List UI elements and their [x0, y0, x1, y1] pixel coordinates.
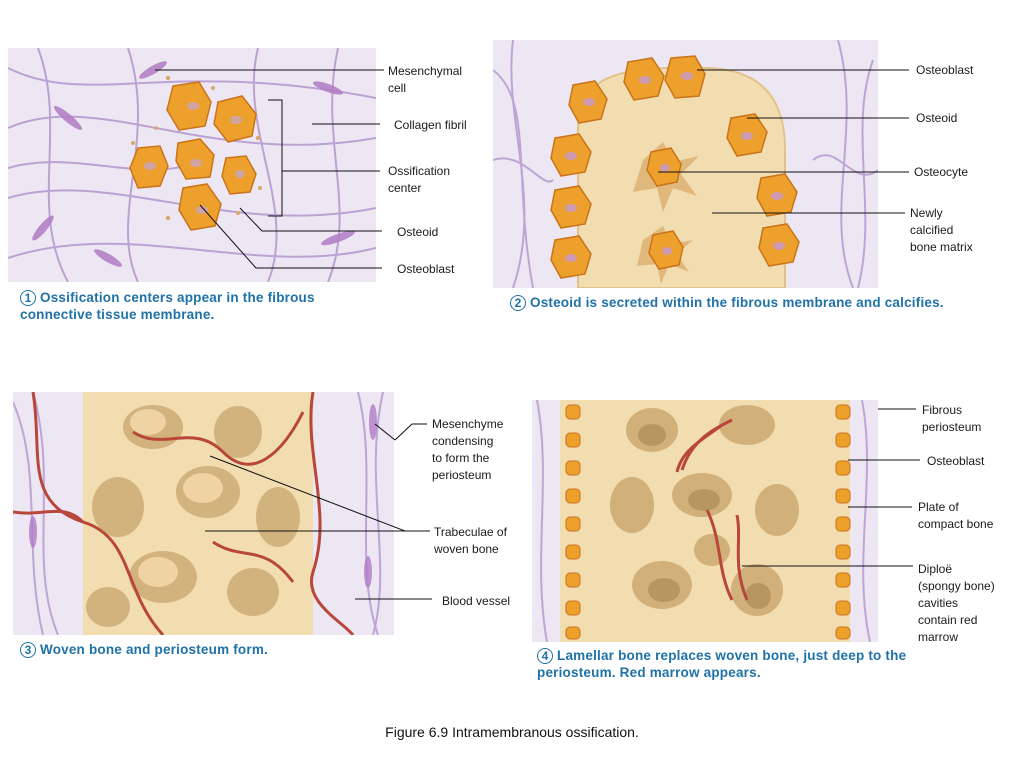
label-ossification-center: Ossification center: [388, 164, 451, 195]
caption-text-1: Ossification centers appear in the fibro…: [20, 290, 315, 322]
label-trabeculae-woven-bone: Trabeculae of woven bone: [434, 525, 507, 556]
label-blood-vessel: Blood vessel: [442, 594, 511, 608]
label-osteoblast-1: Osteoblast: [397, 262, 455, 276]
label-fibrous-periosteum: Fibrous periosteum: [922, 403, 982, 434]
label-newly-calcified-bone-matrix: Newly calcified bone matrix: [910, 206, 973, 254]
step-number-2: 2: [510, 295, 526, 311]
step-number-3: 3: [20, 642, 36, 658]
panel-4-illustration: [532, 400, 878, 642]
caption-text-2: Osteoid is secreted within the fibrous m…: [530, 295, 944, 310]
label-plate-compact-bone: Plate of compact bone: [918, 500, 994, 531]
step-number-1: 1: [20, 290, 36, 306]
label-mesenchyme-condensing: Mesenchyme condensing to form the perios…: [432, 417, 504, 482]
label-osteoblast-4: Osteoblast: [927, 454, 985, 468]
label-osteoblast-2: Osteoblast: [916, 63, 974, 77]
figure-caption: Figure 6.9 Intramembranous ossification.: [385, 724, 639, 740]
label-osteocyte: Osteocyte: [914, 165, 969, 179]
caption-text-4: Lamellar bone replaces woven bone, just …: [537, 648, 907, 680]
label-osteoid-2: Osteoid: [916, 111, 958, 125]
panel-3-illustration: [13, 392, 394, 635]
label-mesenchymal-cell: Mesenchymal cell: [388, 64, 463, 95]
osteoid-calcification-illustration: [493, 40, 878, 288]
caption-text-3: Woven bone and periosteum form.: [40, 642, 268, 657]
label-osteoid-1: Osteoid: [397, 225, 439, 239]
panel-1-illustration: [8, 48, 376, 282]
lamellar-bone-illustration: [532, 400, 878, 642]
panel-2-illustration: [493, 40, 878, 288]
caption-step-3: 3 Woven bone and periosteum form.: [20, 641, 400, 658]
label-collagen-fibril: Collagen fibril: [394, 118, 467, 132]
label-diploe-spongy-bone: Diploë (spongy bone) cavities contain re…: [918, 562, 995, 644]
woven-bone-illustration: [13, 392, 394, 635]
step-number-4: 4: [537, 648, 553, 664]
caption-step-2: 2 Osteoid is secreted within the fibrous …: [510, 294, 970, 311]
ossification-center-illustration: [8, 48, 376, 282]
